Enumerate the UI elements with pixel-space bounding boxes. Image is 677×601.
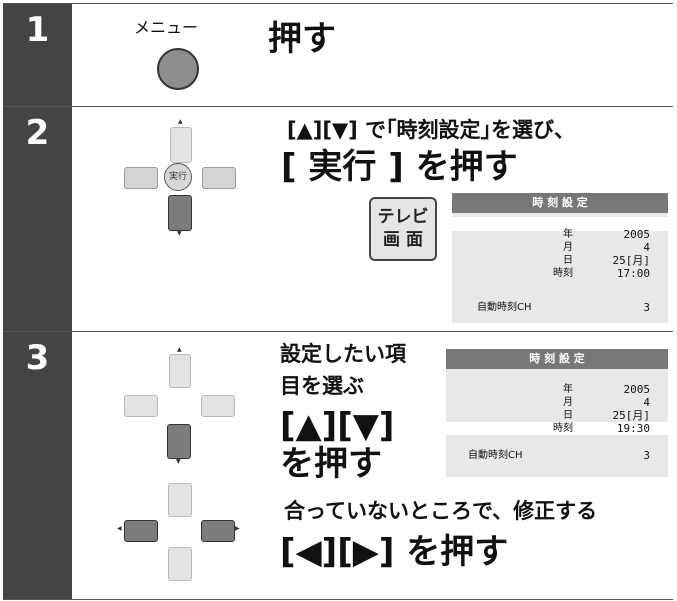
up-button[interactable] bbox=[170, 127, 192, 163]
step-2-instruction-2: [ 実行 ] を押す bbox=[281, 147, 518, 187]
step-3-line-2: 目を選ぶ bbox=[280, 374, 364, 398]
up-button-pale[interactable] bbox=[168, 483, 192, 517]
step-3-row: 3 ▲ ▼ ◀ ▶ 設定したい項 目を選ぶ [▲][▼] を押す 合っていないと… bbox=[3, 331, 673, 600]
tv-screen-badge: テレビ 画 面 bbox=[369, 197, 437, 261]
osd-title: 時 刻 設 定 bbox=[452, 193, 668, 213]
down-button-pale[interactable] bbox=[168, 547, 192, 581]
down-arrow-indicator-icon: ▼ bbox=[176, 458, 181, 465]
menu-button-label: メニュー bbox=[134, 18, 199, 37]
down-button[interactable] bbox=[168, 195, 192, 231]
step-number-1: 1 bbox=[3, 4, 72, 106]
right-arrow-indicator-icon: ▶ bbox=[235, 525, 240, 532]
step-number-2: 2 bbox=[3, 107, 72, 331]
osd-title: 時 刻 設 定 bbox=[446, 349, 668, 369]
step-3-line-4: を押す bbox=[280, 444, 382, 484]
step-2-instruction-1: [▲][▼] で｢時刻設定｣を選び、 bbox=[287, 118, 576, 142]
right-button[interactable] bbox=[201, 395, 235, 417]
step-1-instruction: 押す bbox=[268, 19, 336, 59]
step-1-row: 1 メニュー 押す bbox=[3, 3, 673, 106]
left-arrow-indicator-icon: ◀ bbox=[117, 525, 122, 532]
step-3-line-1: 設定したい項 bbox=[280, 342, 406, 366]
left-button[interactable] bbox=[124, 167, 158, 189]
down-arrow-indicator-icon: ▼ bbox=[177, 230, 182, 237]
step-3-line-5: 合っていないところで、修正する bbox=[284, 499, 598, 523]
execute-button[interactable]: 実行 bbox=[164, 163, 192, 191]
right-button[interactable] bbox=[202, 167, 236, 189]
up-arrow-indicator-icon: ▲ bbox=[177, 346, 182, 353]
left-button-active[interactable] bbox=[124, 520, 158, 542]
menu-button[interactable] bbox=[157, 48, 199, 90]
step-2-row: 2 ▲ 実行 ▼ [▲][▼] で｢時刻設定｣を選び、 [ 実行 ] を押す テ… bbox=[3, 106, 673, 331]
step-3-line-6: [◀][▶] を押す bbox=[280, 532, 509, 572]
up-button[interactable] bbox=[169, 354, 191, 388]
right-button-active[interactable] bbox=[201, 520, 235, 542]
left-button[interactable] bbox=[124, 395, 158, 417]
step-3-line-3: [▲][▼] bbox=[280, 406, 395, 446]
up-arrow-indicator-icon: ▲ bbox=[178, 118, 183, 125]
down-button[interactable] bbox=[167, 424, 191, 459]
step-number-3: 3 bbox=[3, 332, 72, 599]
